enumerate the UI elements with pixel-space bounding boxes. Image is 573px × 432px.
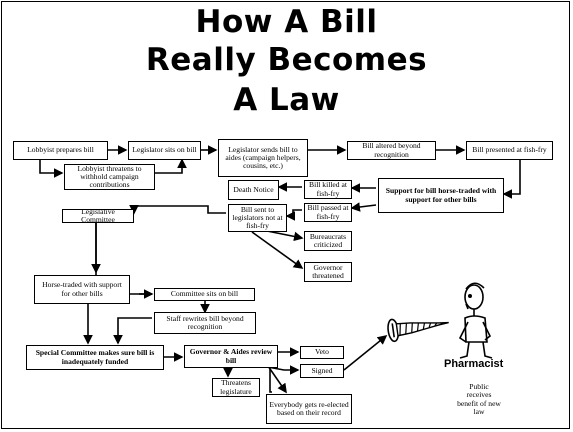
box-text: Legislator sends bill to aides (campaign… [225,144,301,171]
box-legislator-sends: Legislator sends bill to aides (campaign… [218,139,308,177]
box-everybody-reelected: Everybody gets re-elected based on their… [266,394,352,424]
box-text: Veto [315,347,329,357]
box-text: Bill passed at fish-fry [307,203,349,221]
box-text: Horse-traded with support for other bill… [42,280,122,298]
box-text: Governor threatened [312,262,344,280]
box-support-for-bill: Support for bill horse-traded with suppo… [378,178,504,213]
box-lobbyist-prepares: Lobbyist prepares bill [13,141,108,160]
box-text: Support for bill horse-traded with suppo… [385,186,497,204]
box-text: Threatens legislature [220,378,252,396]
box-lobbyist-threatens: Lobbyist threatens to withhold campaign … [64,164,155,190]
box-text: Committee sits on bill [170,289,239,299]
box-bill-sent: Bill sent to legislators not at fish-fry [228,204,287,232]
box-text: Everybody gets re-elected based on their… [269,399,349,417]
box-text: Bill presented at fish-fry [472,145,547,155]
box-bureaucrats: Bureaucrats criticized [304,231,352,251]
box-threatens-legislature: Threatens legislature [212,378,260,397]
box-text: Governor & Aides review bill [189,347,273,365]
box-bill-passed: Bill passed at fish-fry [304,203,352,222]
box-text: Bill altered beyond recognition [362,141,421,159]
title-line-2: Really Becomes [145,42,428,78]
box-legislator-sits: Legislator sits on bill [128,141,201,160]
box-legislative-committee: Legislative Committee [62,206,134,224]
box-bill-killed: Bill killed at fish-fry [304,180,352,199]
box-signed: Signed [300,364,344,378]
box-governor-threatened: Governor threatened [304,262,352,282]
title-line-1: How A Bill [195,4,378,40]
box-text: Signed [311,365,333,375]
box-bill-presented: Bill presented at fish-fry [466,141,553,160]
box-text: Legislative Committee [81,206,115,224]
box-staff-rewrites: Staff rewrites bill beyond recognition [154,312,256,334]
box-text: Staff rewrites bill beyond recognition [166,313,244,331]
box-veto: Veto [300,346,344,359]
box-text: Lobbyist prepares bill [27,145,94,155]
box-horse-traded: Horse-traded with support for other bill… [34,275,130,304]
pharmacist-label: Pharmacist [444,358,504,370]
box-bill-altered: Bill altered beyond recognition [347,141,436,160]
box-death-notice: Death Notice [228,180,279,200]
box-governor-aides: Governor & Aides review bill [184,345,278,368]
box-text: Death Notice [233,184,274,194]
box-text: Legislator sits on bill [132,145,197,155]
box-text: Bill killed at fish-fry [309,180,347,198]
box-text: Bureaucrats criticized [309,231,347,249]
box-text: Special Committee makes sure bill is ina… [35,348,155,366]
box-text: Lobbyist threatens to withhold campaign … [77,163,142,190]
title-line-3: A Law [233,82,340,118]
box-text: Bill sent to legislators not at fish-fry [232,204,283,231]
public-benefit-label: Public receives benefit of new law [457,382,501,416]
box-special-committee: Special Committee makes sure bill is ina… [26,345,164,370]
box-committee-sits: Committee sits on bill [154,288,255,301]
